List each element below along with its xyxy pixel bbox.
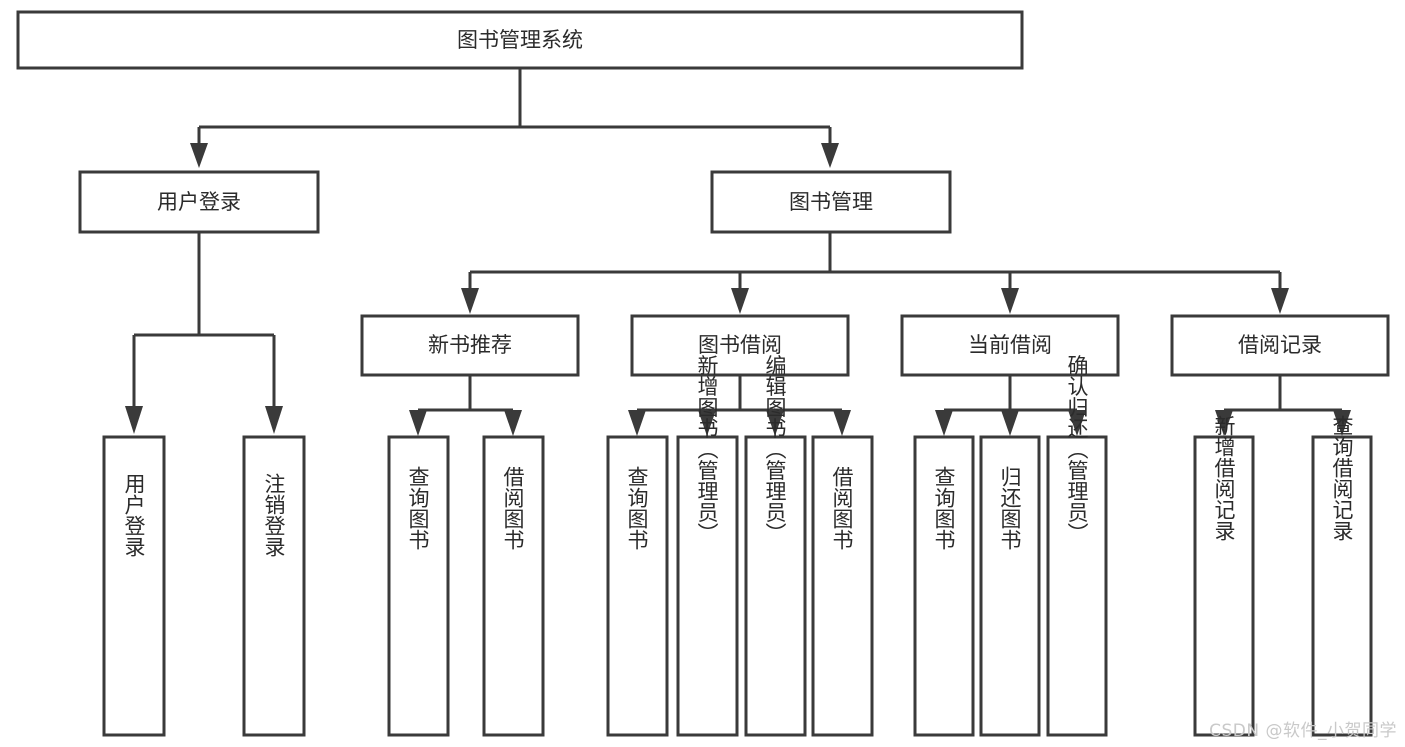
leaf-query-record[interactable]: 查询借阅记录 — [1311, 415, 1373, 737]
node-new-book-recommend[interactable]: 新书推荐 — [360, 314, 580, 377]
leaf-add-book-box[interactable] — [676, 435, 739, 737]
node-current-borrow-label: 当前借阅 — [968, 333, 1052, 357]
node-new-book-recommend-label: 新书推荐 — [428, 333, 512, 357]
leaf-return-book-label: 归还图书 — [998, 466, 1022, 550]
node-borrow-record-label: 借阅记录 — [1238, 333, 1322, 357]
leaf-query-book-3-box[interactable] — [913, 435, 975, 737]
leaf-query-book-2[interactable]: 查询图书 — [606, 435, 669, 737]
node-root-box[interactable] — [16, 10, 1024, 70]
leaf-query-book-3-label: 查询图书 — [932, 466, 956, 550]
leaf-query-book-1-box[interactable] — [387, 435, 450, 737]
leaf-confirm-return[interactable]: 确认归还（管理员） — [1046, 355, 1108, 737]
node-book-management-label: 图书管理 — [789, 190, 873, 214]
arrowhead-leaf-add-record — [1215, 410, 1233, 436]
arrowhead-borrow-record — [1271, 288, 1289, 314]
leaf-query-book-3[interactable]: 查询图书 — [913, 435, 975, 737]
arrowhead-book-borrow — [731, 288, 749, 314]
leaf-edit-book-label: 编辑图书（管理员） — [763, 355, 787, 544]
leaf-logout-login-box[interactable] — [242, 435, 306, 737]
node-user-login[interactable]: 用户登录 — [78, 170, 320, 234]
leaf-edit-book-box[interactable] — [744, 435, 807, 737]
connector-group-current-borrow — [935, 375, 1086, 436]
arrowhead-leaf-query-book-2 — [628, 410, 646, 436]
node-book-borrow[interactable]: 图书借阅 — [630, 314, 850, 377]
node-new-book-recommend-box[interactable] — [360, 314, 580, 377]
connector-group-borrow-record — [1215, 375, 1351, 436]
leaf-logout-login-label: 注销登录 — [262, 473, 286, 557]
leaf-user-login-box[interactable] — [102, 435, 166, 737]
node-root-label: 图书管理系统 — [457, 28, 583, 52]
node-book-borrow-box[interactable] — [630, 314, 850, 377]
leaf-borrow-book-2-box[interactable] — [811, 435, 874, 737]
connector-group-book-borrow — [628, 375, 851, 436]
connector-group-user-login — [125, 232, 283, 434]
leaf-query-record-label: 查询借阅记录 — [1330, 415, 1354, 541]
leaf-return-book-box[interactable] — [979, 435, 1041, 737]
node-borrow-record[interactable]: 借阅记录 — [1170, 314, 1390, 377]
node-book-management[interactable]: 图书管理 — [710, 170, 952, 234]
leaf-confirm-return-box[interactable] — [1046, 435, 1108, 737]
leaf-logout-login[interactable]: 注销登录 — [242, 435, 306, 737]
arrowhead-leaf-query-record — [1333, 410, 1351, 436]
arrowhead-user-login — [190, 143, 208, 168]
leaf-borrow-book-1-label: 借阅图书 — [501, 466, 525, 550]
leaf-user-login[interactable]: 用户登录 — [102, 435, 166, 737]
arrowhead-leaf-edit-book — [766, 410, 784, 436]
node-book-management-box[interactable] — [710, 170, 952, 234]
leaf-user-login-label: 用户登录 — [122, 473, 146, 557]
node-user-login-label: 用户登录 — [157, 190, 241, 214]
node-borrow-record-box[interactable] — [1170, 314, 1390, 377]
leaf-query-book-2-box[interactable] — [606, 435, 669, 737]
leaf-query-record-box[interactable] — [1311, 435, 1373, 737]
arrowhead-leaf-user-login — [125, 406, 143, 434]
leaf-query-book-1[interactable]: 查询图书 — [387, 435, 450, 737]
leaf-add-record[interactable]: 新增借阅记录 — [1193, 415, 1255, 737]
leaf-borrow-book-1[interactable]: 借阅图书 — [482, 435, 545, 737]
leaf-borrow-book-2-label: 借阅图书 — [830, 466, 854, 550]
arrowhead-book-management — [821, 143, 839, 168]
arrowhead-new-book-recommend — [461, 288, 479, 314]
leaf-add-book[interactable]: 新增图书（管理员） — [676, 355, 739, 737]
leaf-add-record-box[interactable] — [1193, 435, 1255, 737]
leaf-add-record-label: 新增借阅记录 — [1212, 415, 1236, 541]
leaf-borrow-book-1-box[interactable] — [482, 435, 545, 737]
leaf-confirm-return-label: 确认归还（管理员） — [1065, 355, 1089, 544]
connector-group-book-management — [461, 232, 1289, 314]
leaf-add-book-label: 新增图书（管理员） — [695, 355, 719, 544]
arrowhead-leaf-logout-login — [265, 406, 283, 434]
leaf-query-book-2-label: 查询图书 — [625, 466, 649, 550]
arrowhead-leaf-add-book — [698, 410, 716, 436]
connector-group-root — [190, 68, 839, 168]
arrowhead-leaf-return-book — [1001, 410, 1019, 436]
arrowhead-leaf-borrow-book-1 — [504, 410, 522, 436]
arrowhead-leaf-borrow-book-2 — [833, 410, 851, 436]
node-user-login-box[interactable] — [78, 170, 320, 234]
leaf-return-book[interactable]: 归还图书 — [979, 435, 1041, 737]
node-root[interactable]: 图书管理系统 — [16, 10, 1024, 70]
leaf-query-book-1-label: 查询图书 — [406, 466, 430, 550]
leaf-edit-book[interactable]: 编辑图书（管理员） — [744, 355, 807, 737]
arrowhead-leaf-query-book-1 — [409, 410, 427, 436]
arrowhead-current-borrow — [1001, 288, 1019, 314]
node-current-borrow[interactable]: 当前借阅 — [900, 314, 1120, 377]
arrowhead-leaf-confirm-return — [1068, 410, 1086, 436]
node-book-borrow-label: 图书借阅 — [698, 333, 782, 357]
leaf-borrow-book-2[interactable]: 借阅图书 — [811, 435, 874, 737]
node-current-borrow-box[interactable] — [900, 314, 1120, 377]
connector-group-new-book-recommend — [409, 375, 522, 436]
arrowhead-leaf-query-book-3 — [935, 410, 953, 436]
